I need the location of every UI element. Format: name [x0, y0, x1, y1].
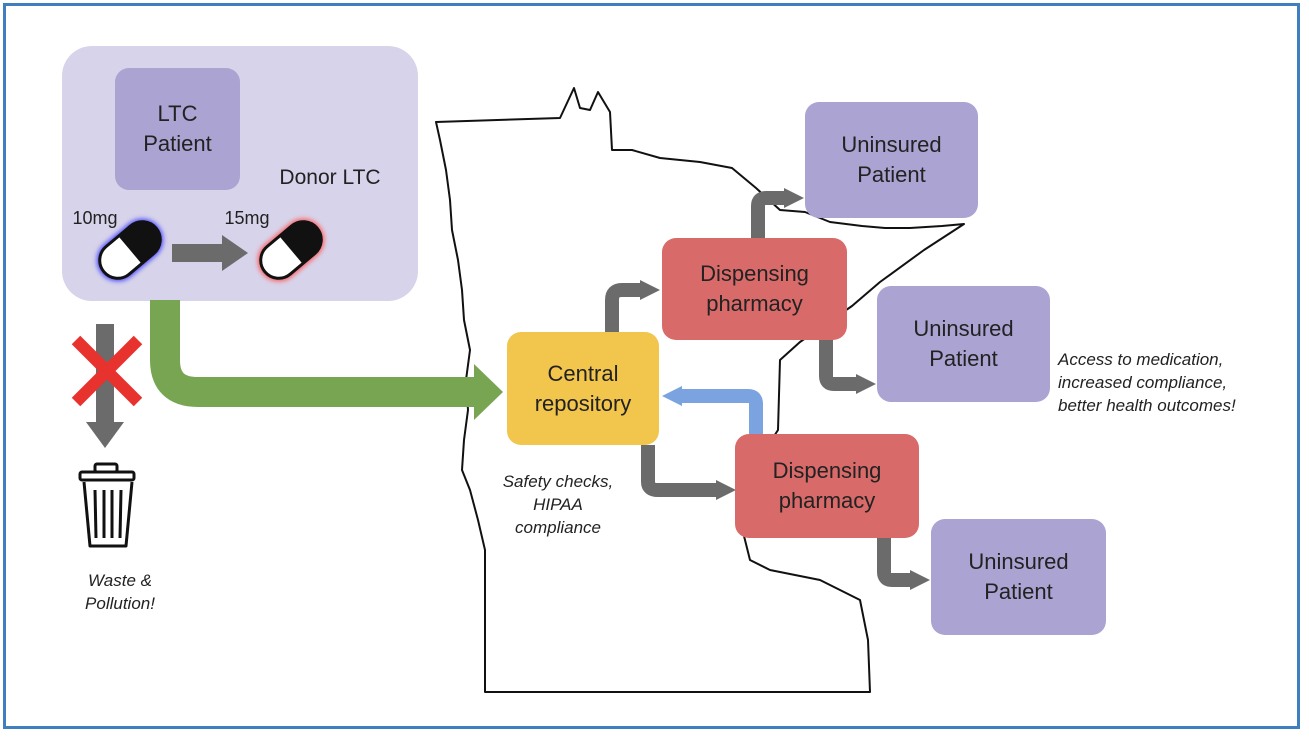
central-repository-label: Central repository [534, 360, 632, 416]
red-pill-icon [257, 218, 325, 282]
pharmacy-2-to-patient-3-arrow [877, 538, 930, 590]
central-repository-box [507, 332, 659, 445]
blue-pill-icon [96, 218, 164, 282]
dose-before-label: 10mg [72, 207, 118, 228]
central-to-pharmacy-1-arrow [605, 280, 660, 332]
waste-pollution-label: Waste & Pollution! [85, 571, 155, 613]
red-x-icon [71, 335, 143, 407]
diagram-border [3, 3, 1300, 729]
dispensing-pharmacy-box-2 [735, 434, 919, 538]
uninsured-patient-box-3 [931, 519, 1106, 635]
safety-checks-note: Safety checks, HIPAA compliance [502, 471, 614, 537]
ltc-patient-label: LTC Patient [143, 101, 212, 156]
outcome-note: Access to medication, increased complian… [1058, 349, 1236, 415]
uninsured-patient-label-3: Uninsured Patient [968, 549, 1069, 604]
donation-arrowhead [474, 364, 503, 420]
donation-arrow [150, 300, 480, 407]
pharmacy-1-to-patient-1-arrow [751, 188, 804, 238]
dispensing-pharmacy-box-1 [662, 238, 847, 340]
pharmacy-1-to-patient-2-arrow [819, 340, 876, 394]
uninsured-patient-box-1 [805, 102, 978, 218]
ltc-patient-box [115, 68, 240, 190]
dispensing-pharmacy-label-2: Dispensing pharmacy [772, 458, 882, 513]
dose-change-arrow [172, 235, 248, 271]
trash-can-icon [78, 462, 136, 548]
central-to-pharmacy-2-arrow [641, 445, 736, 500]
return-arrow [662, 386, 763, 434]
uninsured-patient-box-2 [877, 286, 1050, 402]
donor-ltc-label: Donor LTC [279, 166, 381, 189]
uninsured-patient-label-2: Uninsured Patient [913, 316, 1014, 371]
minnesota-map-outline [435, 87, 965, 693]
dose-after-label: 15mg [224, 207, 270, 228]
dispensing-pharmacy-label-1: Dispensing pharmacy [700, 261, 809, 316]
uninsured-patient-label-1: Uninsured Patient [841, 132, 942, 187]
